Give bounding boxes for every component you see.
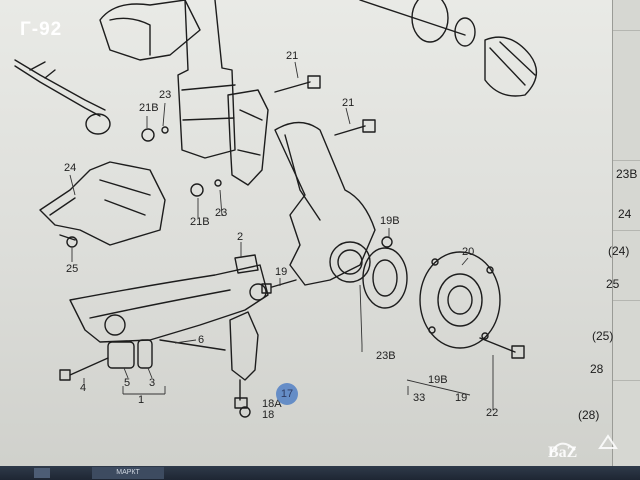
label-23-left: 23 (159, 89, 172, 101)
side-item-23b: 23B (616, 167, 638, 181)
bearing-drawing (362, 247, 408, 309)
side-item-24-paren: (24) (608, 244, 630, 258)
ball-joint-drawing (229, 311, 259, 381)
side-item-24: 24 (618, 207, 632, 221)
side-item-28: 28 (590, 362, 604, 376)
label-18a: 18A (262, 398, 282, 410)
label-19b: 19B (380, 215, 400, 227)
taskbar-app-icon[interactable] (34, 468, 50, 478)
side-item-25-paren: (25) (592, 329, 614, 343)
highlight-badge-17: 17 (276, 383, 298, 405)
strut-body-drawing (177, 0, 236, 159)
label-2: 2 (237, 231, 244, 243)
watermark-logo (549, 434, 618, 456)
taskbar: МАРКТ (0, 466, 640, 480)
label-24: 24 (64, 162, 77, 174)
label-20: 20 (462, 246, 475, 258)
parts-diagram (14, 0, 538, 418)
label-6: 6 (198, 334, 205, 346)
label-18: 18 (262, 409, 275, 421)
channel-tag: Г-92 (20, 19, 63, 40)
side-item-25: 25 (606, 277, 620, 291)
control-arm-drawing (69, 264, 269, 343)
label-19b-hub: 19B (428, 374, 448, 386)
label-19: 19 (275, 266, 288, 278)
label-3: 3 (149, 377, 156, 389)
hub-drawing (419, 251, 501, 349)
knuckle-drawing (274, 121, 376, 286)
tie-rod-drawing (14, 59, 106, 111)
label-23-lower: 23 (215, 207, 228, 219)
strut-mount-drawing (99, 0, 201, 61)
label-19-hub: 19 (455, 392, 468, 404)
label-4: 4 (80, 382, 87, 394)
watermark-text: BaZ (548, 444, 578, 461)
label-21-top: 21 (286, 50, 299, 62)
label-22: 22 (486, 407, 499, 419)
label-21b-lower: 21B (190, 216, 210, 228)
label-25: 25 (66, 263, 79, 275)
label-5: 5 (124, 377, 131, 389)
side-index-panel (612, 0, 640, 468)
label-33: 33 (413, 392, 426, 404)
bolt-21-drawing (274, 81, 311, 93)
taskbar-item[interactable]: МАРКТ (92, 467, 164, 479)
label-21b-left: 21B (139, 102, 159, 114)
label-21-mid: 21 (342, 97, 355, 109)
heat-shield-drawing (39, 161, 166, 246)
bushing-drawing (107, 341, 135, 369)
label-23b: 23B (376, 350, 396, 362)
drive-shaft-drawing (359, 0, 466, 36)
label-1: 1 (138, 394, 145, 406)
side-item-28-paren: (28) (578, 408, 600, 422)
